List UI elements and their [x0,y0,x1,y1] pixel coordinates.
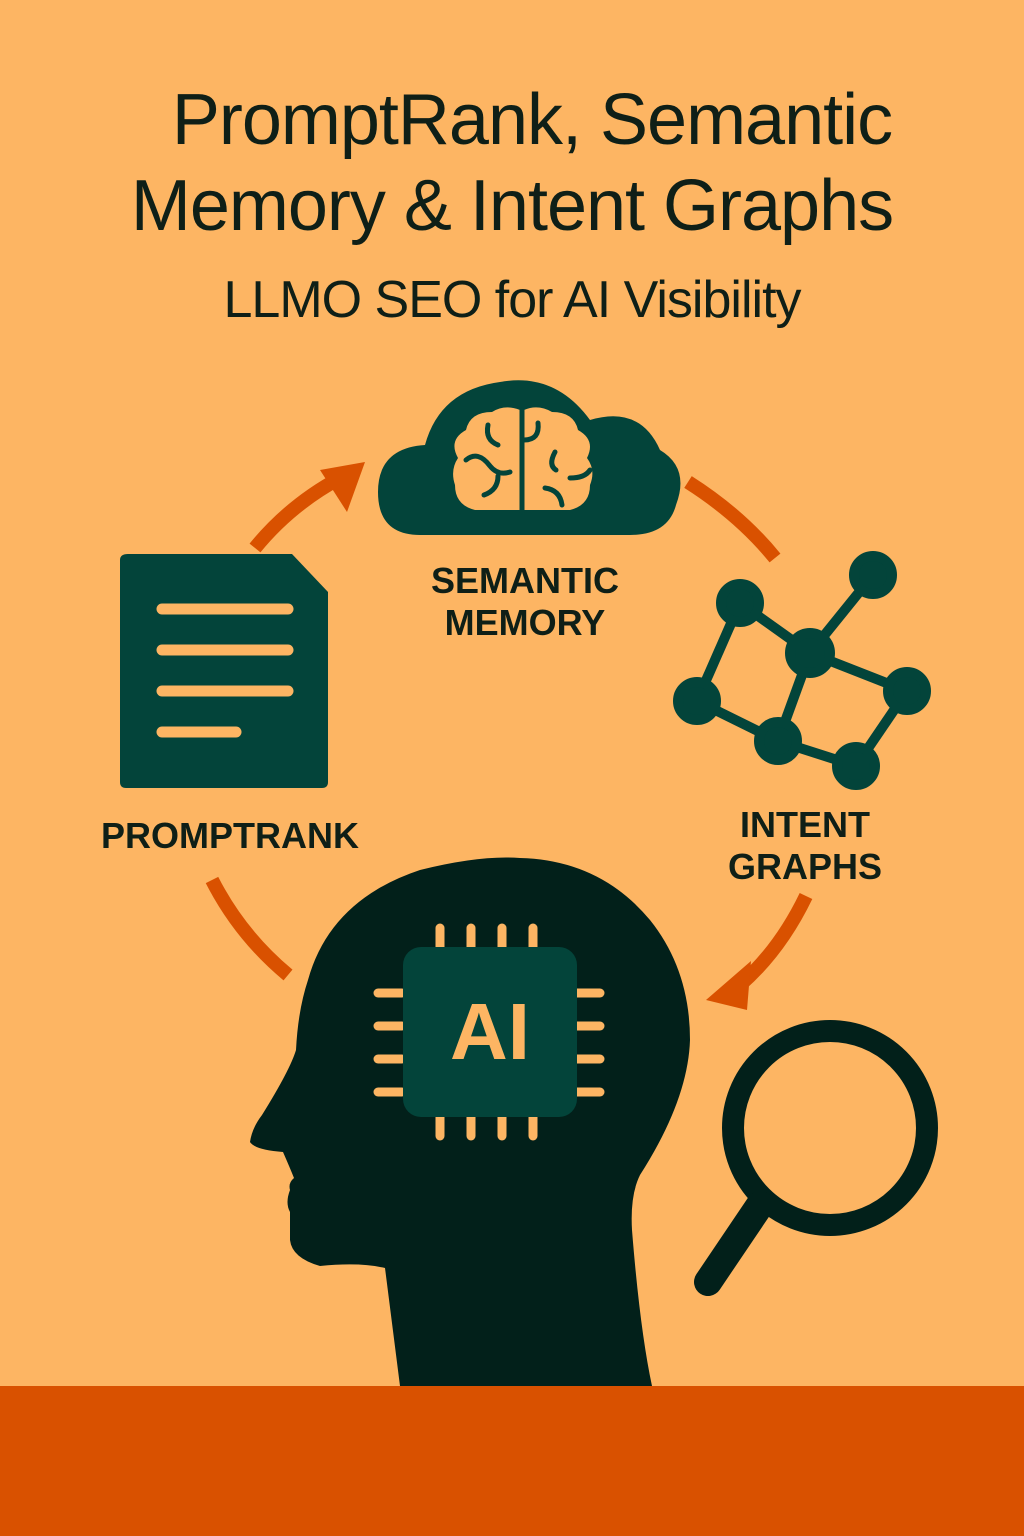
label-semantic-memory: SEMANTIC MEMORY [390,560,660,644]
label-promptrank: PROMPTRANK [101,815,359,856]
label-semantic-memory-line2: MEMORY [444,602,606,643]
label-intent-graphs: INTENT GRAPHS [690,804,920,888]
title-line-2: Memory & Intent Graphs [130,166,894,246]
label-intent-graphs-line2: GRAPHS [727,846,883,887]
ai-chip-icon [373,923,605,1141]
network-graph-icon [673,551,931,790]
title-line-1: PromptRank, Semantic [171,80,893,160]
arrow-promptrank-to-memory [249,471,344,553]
label-intent-graphs-line1: INTENT [740,804,870,845]
footer-band [0,1386,1024,1536]
arc-head-to-promptrank [205,876,293,981]
arrowhead-to-memory [320,462,365,512]
arc-memory-to-graphs [684,476,781,563]
ai-chip-text: AI [450,987,530,1076]
arrowhead-to-head [706,961,751,1010]
subtitle: LLMO SEO for AI Visibility [223,271,801,329]
label-semantic-memory-line1: SEMANTIC [431,560,619,601]
magnifying-glass-icon [694,1020,938,1296]
cloud-brain-icon [378,380,681,535]
document-icon [120,554,328,788]
